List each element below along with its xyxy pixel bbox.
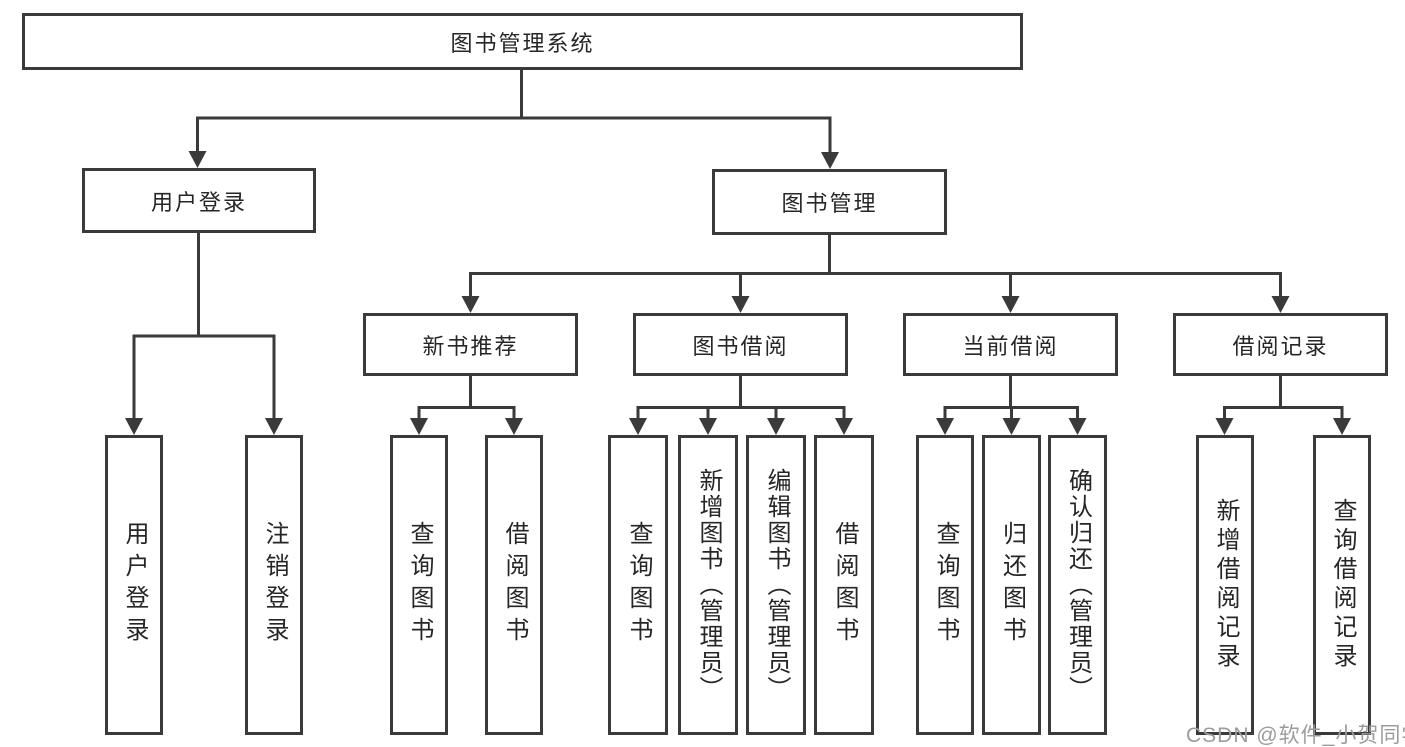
leaf-edit-book-admin: 编辑图书（管理员） (746, 435, 806, 735)
edge-current-borrowing-to-children (936, 376, 1087, 435)
arrow-down-icon (936, 418, 954, 435)
leaf-borrow-books-recommend: 借阅图书 (485, 435, 543, 735)
node-current-borrowing-label: 当前借阅 (962, 333, 1059, 359)
leaf-user-login-label: 用户登录 (121, 521, 148, 649)
arrow-down-icon (821, 152, 839, 169)
edge-book-borrowing-to-children (629, 376, 853, 435)
edge-new-book-to-children (410, 376, 523, 435)
arrow-down-icon (125, 418, 143, 435)
edge-book-management-to-level3 (461, 235, 1290, 313)
arrow-down-icon (461, 296, 480, 313)
node-book-management: 图书管理 (712, 169, 947, 235)
leaf-edit-book-admin-label: 编辑图书（管理员） (763, 468, 790, 702)
leaf-confirm-return-admin-label: 确认归还（管理员） (1064, 468, 1092, 702)
arrow-down-icon (1002, 418, 1021, 435)
leaf-logout: 注销登录 (245, 435, 303, 735)
node-book-management-label: 图书管理 (781, 191, 878, 216)
leaf-query-books-current: 查询图书 (916, 435, 974, 735)
leaf-logout-label: 注销登录 (261, 521, 288, 649)
leaf-add-book-admin-label: 新增图书（管理员） (695, 468, 722, 702)
node-root: 图书管理系统 (22, 13, 1023, 70)
edge-borrowing-records-to-children (1215, 376, 1351, 435)
watermark: CSDN @软件_小贺同学 (1186, 724, 1405, 747)
arrow-down-icon (1001, 296, 1020, 313)
arrow-down-icon (629, 418, 647, 435)
leaf-borrow-books-borrowing-label: 借阅图书 (831, 521, 858, 649)
node-new-book-recommend-label: 新书推荐 (422, 333, 519, 359)
edge-user-login-to-children (125, 233, 283, 435)
leaf-confirm-return-admin: 确认归还（管理员） (1048, 435, 1107, 735)
leaf-query-borrow-record-label: 查询借阅记录 (1329, 498, 1356, 672)
leaf-query-books-borrowing: 查询图书 (608, 435, 668, 735)
leaf-query-books-recommend: 查询图书 (390, 435, 448, 735)
arrow-down-icon (1068, 418, 1087, 435)
arrow-down-icon (835, 418, 853, 435)
arrow-down-icon (410, 418, 428, 435)
leaf-user-login: 用户登录 (105, 435, 163, 735)
node-borrowing-records-label: 借阅记录 (1232, 333, 1329, 359)
leaf-return-books-label: 归还图书 (998, 521, 1026, 649)
leaf-return-books: 归还图书 (982, 435, 1041, 735)
arrow-down-icon (188, 151, 207, 168)
leaf-query-books-current-label: 查询图书 (932, 521, 959, 649)
arrow-down-icon (1271, 296, 1290, 313)
arrow-down-icon (1333, 418, 1351, 435)
node-book-borrowing: 图书借阅 (633, 313, 848, 376)
leaf-query-books-recommend-label: 查询图书 (406, 521, 433, 649)
leaf-query-books-borrowing-label: 查询图书 (625, 521, 652, 649)
arrow-down-icon (505, 418, 523, 435)
leaf-borrow-books-recommend-label: 借阅图书 (501, 521, 528, 649)
arrow-down-icon (699, 418, 717, 435)
node-user-login-label: 用户登录 (150, 189, 247, 215)
arrow-down-icon (731, 296, 750, 313)
leaf-add-book-admin: 新增图书（管理员） (678, 435, 738, 735)
leaf-borrow-books-borrowing: 借阅图书 (814, 435, 874, 735)
node-root-label: 图书管理系统 (450, 30, 595, 56)
node-borrowing-records: 借阅记录 (1173, 313, 1388, 376)
node-book-borrowing-label: 图书借阅 (692, 333, 789, 359)
arrow-down-icon (767, 418, 785, 435)
node-new-book-recommend: 新书推荐 (363, 313, 578, 376)
leaf-query-borrow-record: 查询借阅记录 (1313, 435, 1371, 735)
leaf-add-borrow-record-label: 新增借阅记录 (1212, 498, 1239, 672)
arrow-down-icon (1215, 418, 1234, 435)
node-user-login: 用户登录 (82, 168, 316, 233)
node-current-borrowing: 当前借阅 (903, 313, 1118, 376)
arrow-down-icon (265, 418, 283, 435)
edge-root-to-level2 (188, 69, 839, 169)
leaf-add-borrow-record: 新增借阅记录 (1196, 435, 1254, 735)
